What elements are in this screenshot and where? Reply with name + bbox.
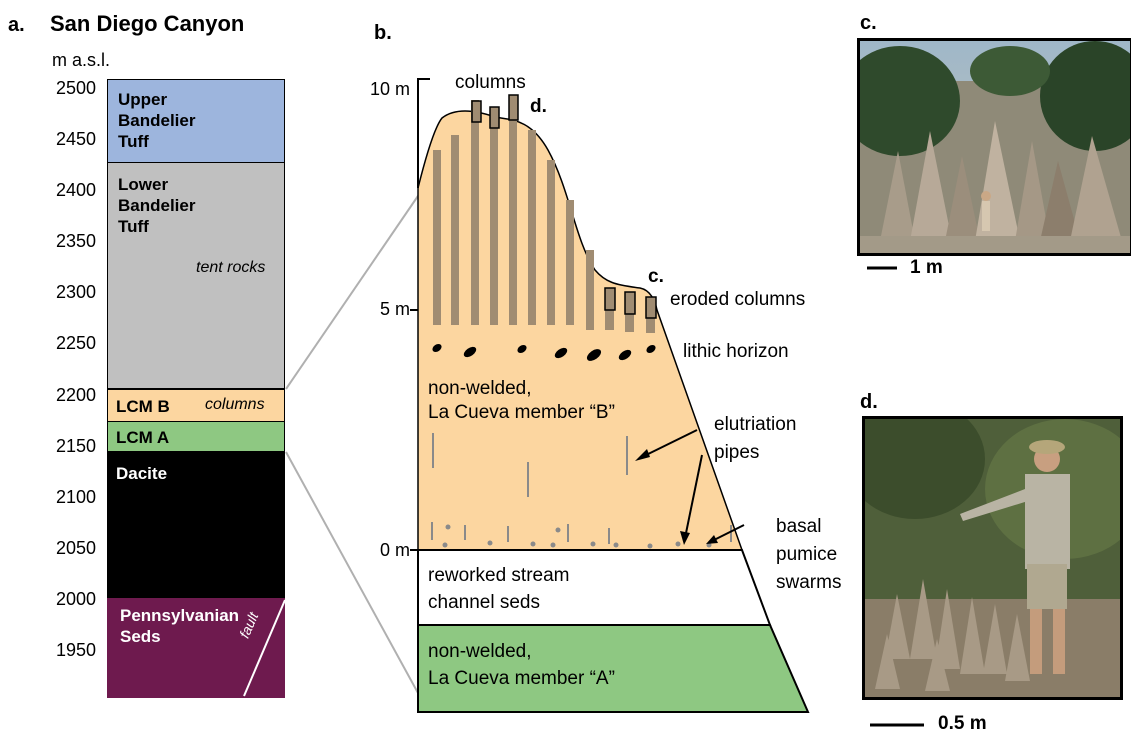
- tick-0m: 0 m: [379, 540, 410, 560]
- panel-b-letter: b.: [374, 22, 392, 44]
- elevation-axis-label: m a.s.l.: [52, 50, 111, 70]
- tick-2250: 2250: [55, 333, 96, 353]
- tick-2100: 2100: [55, 487, 96, 507]
- label-eroded-columns: eroded columns: [670, 289, 806, 310]
- label-upper-bandelier: Upper Bandelier Tuff: [118, 90, 196, 151]
- scale-bar-1m: [867, 266, 897, 270]
- pumice-dots: [442, 524, 712, 549]
- note-columns: columns: [205, 396, 265, 413]
- label-non-welded-b-line1: non-welded,: [428, 378, 532, 399]
- tick-2350: 2350: [55, 231, 96, 251]
- tick-10m: 10 m: [369, 79, 410, 99]
- unit-dacite: [107, 452, 285, 598]
- tick-2500: 2500: [55, 78, 96, 98]
- label-basal-line3: swarms: [776, 572, 842, 593]
- label-lcm-b: LCM B: [116, 397, 170, 416]
- columns-photo-art: [865, 419, 1120, 697]
- tick-2050: 2050: [55, 538, 96, 558]
- thickness-scale-bar: [410, 78, 430, 551]
- label-elutriation-line2: pipes: [714, 442, 760, 463]
- marker-d: d.: [530, 96, 547, 117]
- photo-tent-rocks: [857, 38, 1131, 256]
- label-lower-bandelier: Lower Bandelier Tuff: [118, 175, 196, 236]
- lithic-horizon-symbols: [432, 343, 656, 361]
- scale-label-1m: 1 m: [910, 257, 943, 278]
- label-pennsylvanian: Pennsylvanian Seds: [120, 606, 240, 646]
- panel-c-letter: c.: [860, 12, 877, 34]
- label-columns: columns: [455, 72, 526, 93]
- unit-lower-bandelier: [107, 163, 285, 389]
- panel-a-letter: a.: [8, 14, 25, 36]
- panel-d-letter: d.: [860, 391, 878, 413]
- tick-2000: 2000: [55, 589, 96, 609]
- scale-bar-0-5m: [870, 723, 924, 727]
- tick-2300: 2300: [55, 282, 96, 302]
- note-tent-rocks: tent rocks: [196, 259, 266, 276]
- label-reworked-line2: channel seds: [428, 592, 540, 613]
- label-dacite: Dacite: [116, 464, 168, 483]
- lcm-b-body: [417, 110, 744, 551]
- lcm-a-body: [417, 624, 810, 713]
- tick-2150: 2150: [55, 436, 96, 456]
- label-basal-line2: pumice: [776, 544, 838, 565]
- elutriation-pipe-marks: [431, 433, 732, 544]
- label-elutriation-line1: elutriation: [714, 414, 797, 435]
- label-basal-line1: basal: [776, 516, 822, 537]
- marker-c: c.: [648, 266, 664, 287]
- tick-5m: 5 m: [379, 299, 410, 319]
- tick-2400: 2400: [55, 180, 96, 200]
- unit-pennsylvanian: [107, 598, 285, 698]
- scale-label-0-5m: 0.5 m: [938, 713, 987, 734]
- annotation-arrows: [639, 429, 745, 542]
- tick-1950: 1950: [55, 640, 96, 660]
- label-reworked-line1: reworked stream: [428, 565, 570, 586]
- column-tops: [471, 94, 657, 319]
- unit-lcm-b: [107, 389, 285, 422]
- unit-upper-bandelier: [107, 79, 285, 163]
- label-lcm-a: LCM A: [116, 428, 170, 447]
- arrow-heads: [635, 449, 718, 545]
- photo-columns-person: [862, 416, 1123, 700]
- tick-2200: 2200: [55, 385, 96, 405]
- label-non-welded-a-line1: non-welded,: [428, 641, 532, 662]
- tick-2450: 2450: [55, 129, 96, 149]
- label-non-welded-a-line2: La Cueva member “A”: [428, 668, 615, 689]
- fault-line: [243, 599, 285, 697]
- panel-a-title: San Diego Canyon: [50, 11, 245, 36]
- label-non-welded-b-line2: La Cueva member “B”: [428, 402, 615, 423]
- unit-lcm-a: [107, 422, 285, 452]
- label-lithic-horizon: lithic horizon: [683, 341, 789, 362]
- tent-rocks-photo-art: [860, 41, 1130, 253]
